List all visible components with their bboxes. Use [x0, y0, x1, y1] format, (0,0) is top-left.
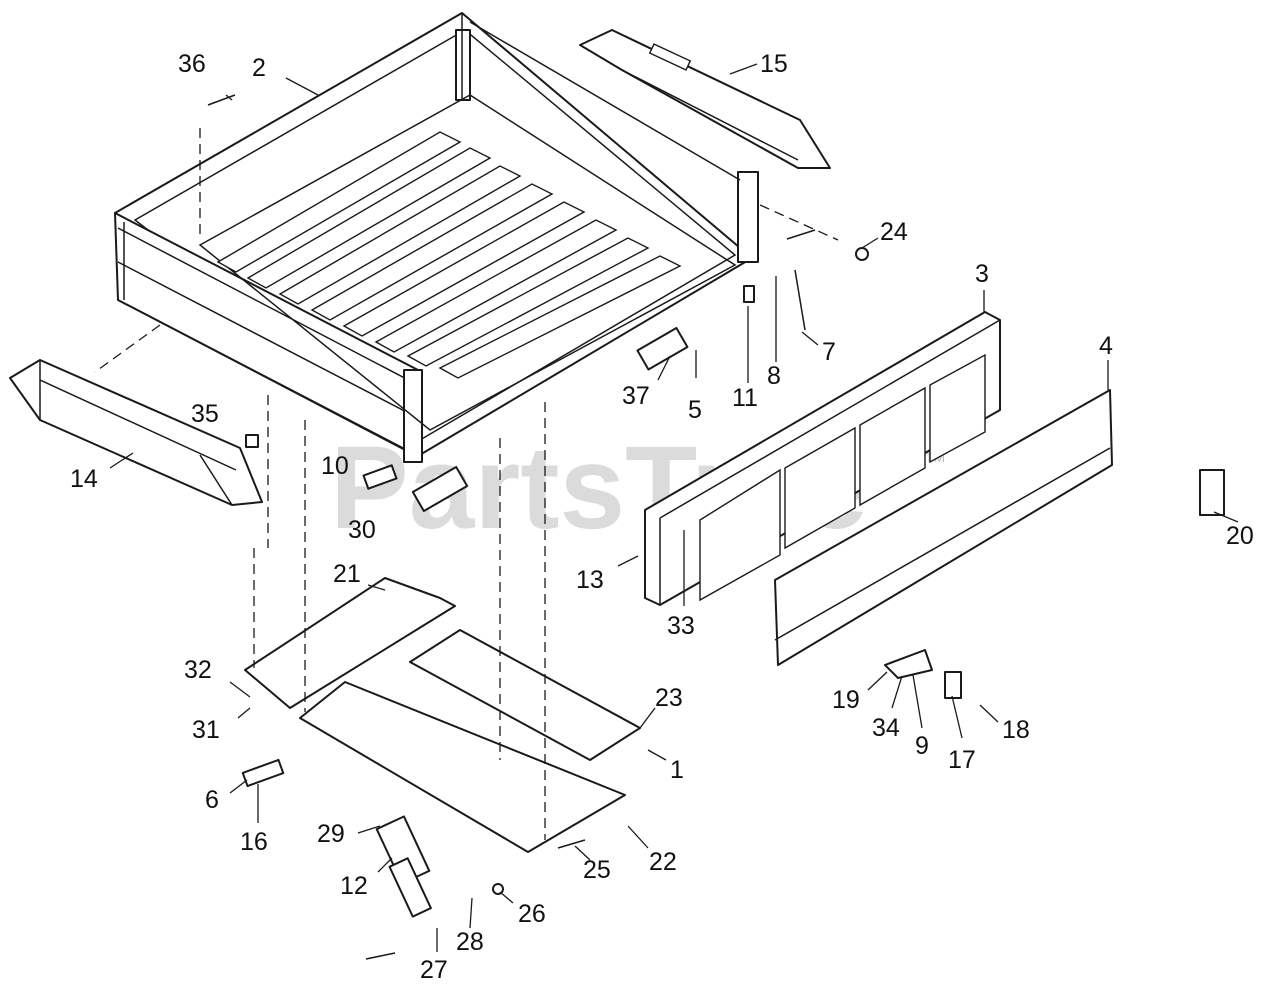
callout-26[interactable]: 26: [518, 900, 546, 928]
hinge-bracket-5: [636, 326, 689, 371]
hardware: [207, 94, 1225, 960]
callout-10[interactable]: 10: [321, 452, 349, 480]
callouts: 36 2 15 24 3 4 7 8 11 5 37 35 14 10 30 2…: [70, 50, 1254, 984]
callout-18[interactable]: 18: [1002, 716, 1030, 744]
callout-5[interactable]: 5: [688, 396, 702, 424]
callout-22[interactable]: 22: [649, 848, 677, 876]
handle-19: [884, 649, 933, 679]
bushing-11: [743, 285, 755, 303]
callout-29[interactable]: 29: [317, 820, 345, 848]
pin-10: [362, 464, 398, 490]
cargo-box: [114, 12, 759, 463]
callout-34[interactable]: 34: [872, 714, 900, 742]
callout-30[interactable]: 30: [348, 516, 376, 544]
callout-9[interactable]: 9: [915, 732, 929, 760]
front-rail: [9, 359, 263, 506]
callout-4[interactable]: 4: [1099, 332, 1113, 360]
callout-7[interactable]: 7: [822, 338, 836, 366]
callout-35[interactable]: 35: [191, 400, 219, 428]
callout-19[interactable]: 19: [832, 686, 860, 714]
nut-26: [492, 883, 504, 895]
callout-14[interactable]: 14: [70, 465, 98, 493]
callout-6[interactable]: 6: [205, 786, 219, 814]
floor-ribs: [216, 131, 682, 379]
callout-15[interactable]: 15: [760, 50, 788, 78]
latch-20: [1199, 469, 1225, 516]
callout-12[interactable]: 12: [340, 872, 368, 900]
callout-28[interactable]: 28: [456, 928, 484, 956]
floor-panel-21: [244, 577, 456, 709]
tailgate-panel: [774, 389, 1113, 666]
callout-23[interactable]: 23: [655, 684, 683, 712]
callout-17[interactable]: 17: [948, 746, 976, 774]
latch-17: [944, 671, 962, 699]
callout-32[interactable]: 32: [184, 656, 212, 684]
callout-11[interactable]: 11: [732, 384, 758, 412]
callout-27[interactable]: 27: [420, 956, 448, 984]
bracket-30: [411, 465, 469, 513]
callout-33[interactable]: 33: [667, 612, 695, 640]
callout-31[interactable]: 31: [192, 716, 220, 744]
floor-panel-22: [299, 681, 626, 853]
knob-24: [855, 247, 869, 261]
rear-rail: [579, 29, 831, 169]
callout-3[interactable]: 3: [975, 260, 989, 288]
callout-36[interactable]: 36: [178, 50, 206, 78]
callout-13[interactable]: 13: [576, 566, 604, 594]
callout-24[interactable]: 24: [880, 218, 908, 246]
callout-25[interactable]: 25: [583, 856, 611, 884]
tailgate-frame: [644, 311, 1001, 606]
callout-2[interactable]: 2: [252, 54, 266, 82]
alignment-lines: [94, 128, 839, 840]
callout-8[interactable]: 8: [767, 362, 781, 390]
callout-16[interactable]: 16: [240, 828, 268, 856]
clip-35: [245, 434, 259, 448]
callout-20[interactable]: 20: [1226, 522, 1254, 550]
callout-37[interactable]: 37: [622, 382, 650, 410]
callout-1[interactable]: 1: [670, 756, 684, 784]
leader-lines: [109, 63, 1239, 952]
callout-21[interactable]: 21: [333, 560, 361, 588]
plate-6: [241, 758, 285, 788]
